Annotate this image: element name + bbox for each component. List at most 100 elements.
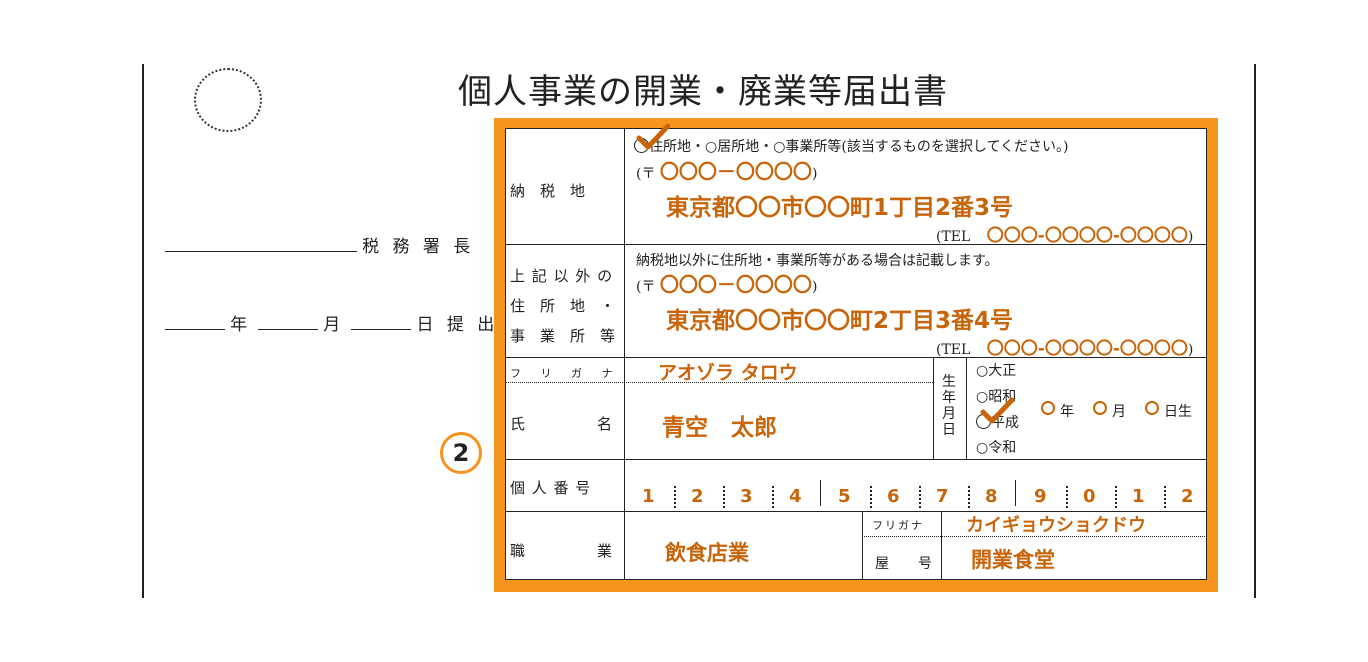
tax-place-label: 納 税 地 bbox=[510, 182, 586, 200]
other-place-postal: (〒 〇〇〇－〇〇〇〇) bbox=[636, 270, 817, 297]
shop-furigana-value[interactable]: カイギョウショクドウ bbox=[966, 515, 1146, 536]
occupation-label-right: 業 bbox=[597, 542, 613, 560]
month-circle-icon bbox=[1093, 401, 1107, 415]
digit-dot-separator bbox=[772, 486, 774, 508]
postal-code-value[interactable]: 〇〇〇－〇〇〇〇 bbox=[659, 274, 812, 296]
digit-dot-separator bbox=[968, 486, 970, 508]
day-circle-icon bbox=[1145, 401, 1159, 415]
date-day-label: 日 提 出 bbox=[416, 315, 499, 335]
submit-date-line: 年 月 日 提 出 bbox=[165, 310, 498, 335]
tel-suffix: ) bbox=[1187, 342, 1194, 358]
tel-prefix: (TEL bbox=[936, 229, 971, 245]
tel-prefix: (TEL bbox=[936, 342, 971, 358]
name-label-right: 名 bbox=[597, 415, 613, 433]
my-number-digit[interactable]: 1 bbox=[642, 486, 655, 507]
occupation-label-left: 職 bbox=[510, 542, 526, 560]
checkmark-icon bbox=[636, 123, 671, 150]
my-number-digit[interactable]: 7 bbox=[936, 486, 949, 507]
era-showa[interactable]: ○昭和 bbox=[976, 389, 1017, 405]
tax-office-blank[interactable] bbox=[165, 233, 357, 252]
my-number-digit[interactable]: 5 bbox=[838, 486, 851, 507]
era-reiwa[interactable]: ○令和 bbox=[976, 440, 1017, 456]
postal-prefix: (〒 bbox=[636, 166, 656, 182]
my-number-digit[interactable]: 1 bbox=[1132, 486, 1145, 507]
date-month-label: 月 bbox=[323, 315, 341, 335]
occupation-value[interactable]: 飲食店業 bbox=[665, 541, 749, 565]
digit-dot-separator bbox=[1066, 486, 1068, 508]
tax-office-suffix: 税 務 署 長 bbox=[362, 237, 475, 257]
digit-dot-separator bbox=[723, 486, 725, 508]
my-number-digit[interactable]: 8 bbox=[985, 486, 998, 507]
birth-label-char: 日 bbox=[942, 422, 956, 438]
birth-label-char: 生 bbox=[942, 374, 956, 390]
date-day-blank[interactable] bbox=[351, 311, 412, 330]
my-number-digit[interactable]: 9 bbox=[1034, 486, 1047, 507]
name-value[interactable]: 青空 太郎 bbox=[662, 415, 777, 441]
tax-place-options-text: 住所地・○居所地・○事業所等(該当するものを選択してください。) bbox=[649, 139, 1069, 155]
row-divider bbox=[505, 244, 1207, 245]
row-divider bbox=[505, 511, 1207, 512]
digit-dot-separator bbox=[1115, 486, 1117, 508]
page-left-border bbox=[142, 64, 144, 598]
shop-furigana-label: フリガナ bbox=[872, 519, 924, 532]
tax-place-options: 住所地・○居所地・○事業所等(該当するものを選択してください。) bbox=[634, 136, 1069, 156]
row-divider bbox=[505, 459, 1207, 460]
name-label-left: 氏 bbox=[510, 415, 526, 433]
birth-year-label: 年 bbox=[1060, 404, 1074, 420]
birth-label-char: 月 bbox=[942, 406, 956, 422]
other-place-label-2: 住 所 地 ・ bbox=[510, 297, 616, 315]
shop-label-divider bbox=[941, 511, 942, 580]
my-number-digit[interactable]: 6 bbox=[887, 486, 900, 507]
form-table bbox=[505, 128, 1207, 580]
receipt-stamp-circle bbox=[194, 68, 262, 132]
shop-furigana-divider bbox=[862, 536, 1207, 537]
year-circle-icon bbox=[1041, 401, 1055, 415]
era-taisho[interactable]: ○大正 bbox=[976, 363, 1017, 379]
digit-dot-separator bbox=[674, 486, 676, 508]
digit-dot-separator bbox=[1164, 486, 1166, 508]
digit-separator bbox=[1015, 480, 1016, 506]
tax-place-postal: (〒 〇〇〇－〇〇〇〇) bbox=[636, 157, 817, 184]
birth-divider bbox=[933, 357, 934, 459]
other-place-label-1: 上 記 以 外 の bbox=[510, 267, 614, 285]
birth-divider bbox=[966, 357, 967, 459]
my-number-digit[interactable]: 2 bbox=[691, 486, 704, 507]
digit-dot-separator bbox=[870, 486, 872, 508]
page-right-border bbox=[1254, 64, 1256, 598]
other-place-note: 納税地以外に住所地・事業所等がある場合は記載します。 bbox=[636, 253, 999, 269]
postal-prefix: (〒 bbox=[636, 279, 656, 295]
tel-value[interactable]: 〇〇〇-〇〇〇〇-〇〇〇〇 bbox=[986, 339, 1188, 359]
birth-label: 生 年 月 日 bbox=[942, 374, 956, 438]
furigana-divider bbox=[505, 382, 933, 383]
my-number-digit[interactable]: 0 bbox=[1083, 486, 1096, 507]
tax-place-address[interactable]: 東京都〇〇市〇〇町1丁目2番3号 bbox=[666, 195, 1014, 221]
document-title: 個人事業の開業・廃業等届出書 bbox=[458, 72, 948, 112]
tel-value[interactable]: 〇〇〇-〇〇〇〇-〇〇〇〇 bbox=[986, 226, 1188, 246]
my-number-digit[interactable]: 4 bbox=[789, 486, 802, 507]
postal-suffix: ) bbox=[811, 166, 818, 182]
digit-separator bbox=[820, 480, 821, 506]
birth-day-label: 日生 bbox=[1164, 404, 1192, 420]
date-month-blank[interactable] bbox=[258, 311, 319, 330]
postal-suffix: ) bbox=[811, 279, 818, 295]
other-place-address[interactable]: 東京都〇〇市〇〇町2丁目3番4号 bbox=[666, 308, 1014, 334]
birth-label-char: 年 bbox=[942, 390, 956, 406]
date-year-label: 年 bbox=[230, 315, 248, 335]
furigana-value[interactable]: アオゾラ タロウ bbox=[658, 362, 798, 384]
date-year-blank[interactable] bbox=[165, 311, 225, 330]
checkmark-icon bbox=[980, 397, 1015, 424]
my-number-digit[interactable]: 2 bbox=[1181, 486, 1194, 507]
my-number-digit[interactable]: 3 bbox=[740, 486, 753, 507]
postal-code-value[interactable]: 〇〇〇－〇〇〇〇 bbox=[659, 161, 812, 183]
tax-place-tel: (TEL 〇〇〇-〇〇〇〇-〇〇〇〇) bbox=[936, 221, 1193, 246]
era-heisei-label: 平成 bbox=[991, 415, 1019, 431]
my-number-label: 個 人 番 号 bbox=[510, 479, 592, 497]
other-place-label-3: 事 業 所 等 bbox=[510, 327, 616, 345]
row-divider bbox=[505, 357, 1207, 358]
tax-office-line: 税 務 署 長 bbox=[165, 232, 474, 257]
tel-suffix: ) bbox=[1187, 229, 1194, 245]
shop-name-value[interactable]: 開業食堂 bbox=[971, 548, 1055, 572]
shop-divider bbox=[862, 511, 863, 580]
label-column-divider bbox=[624, 128, 625, 580]
birth-month-label: 月 bbox=[1112, 404, 1126, 420]
